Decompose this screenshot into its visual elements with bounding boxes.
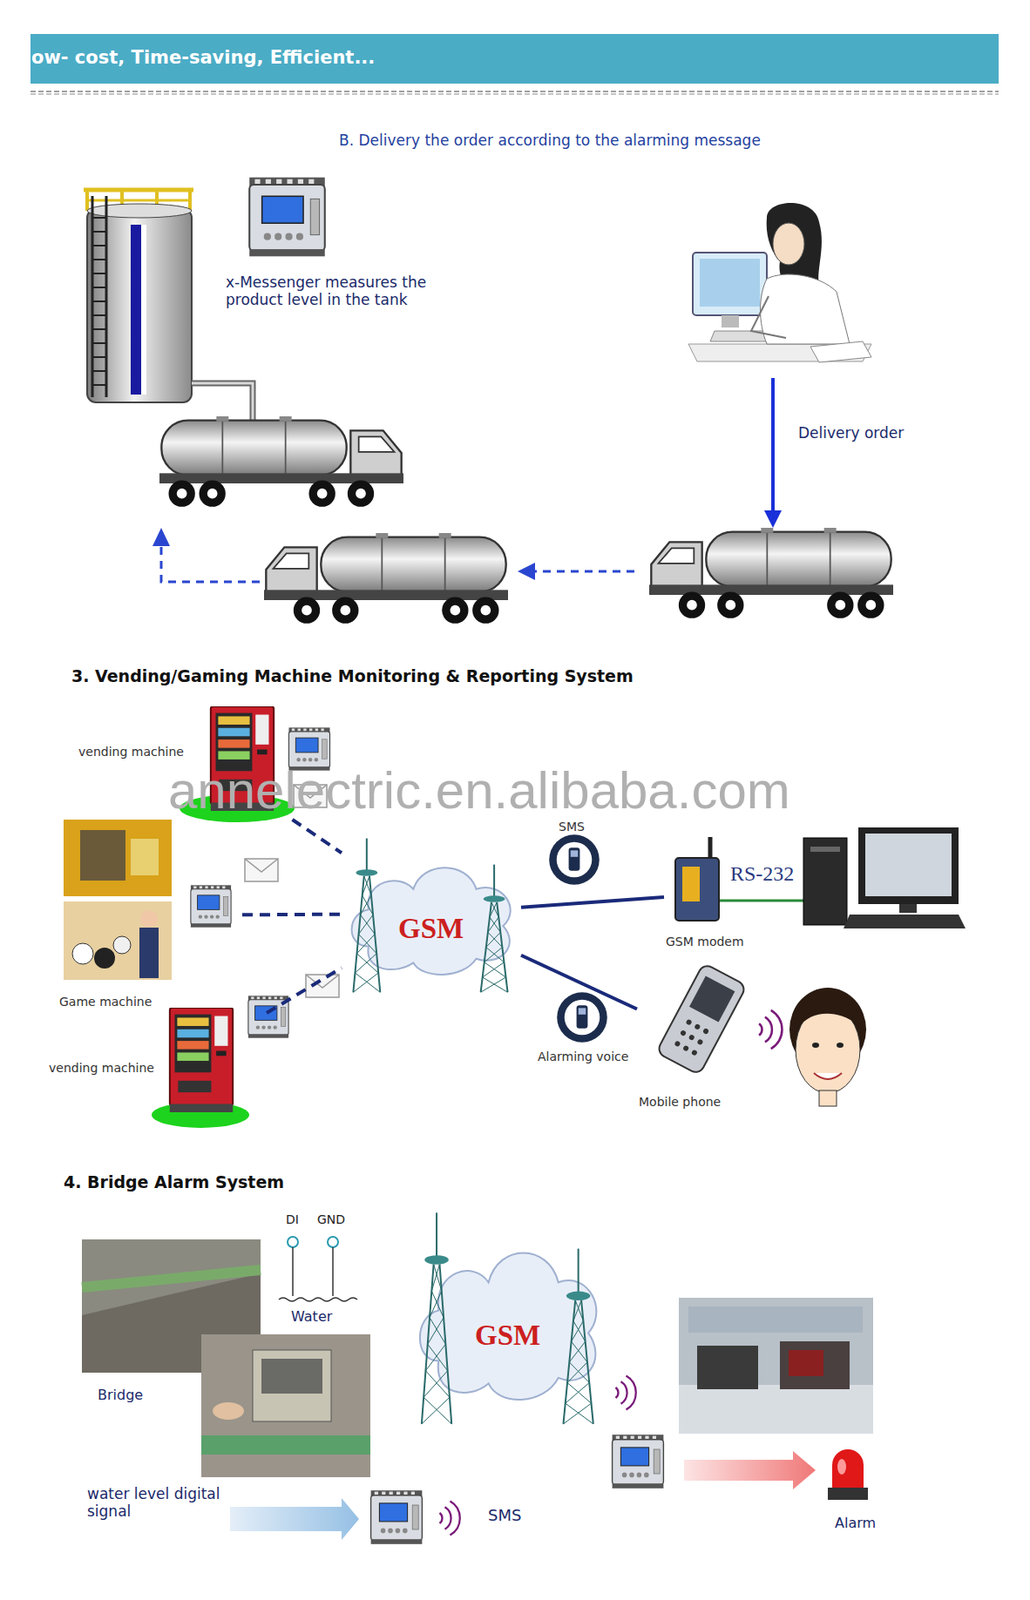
cloud-label: GSM xyxy=(474,1321,541,1351)
connector xyxy=(266,968,342,1014)
watermark: annelectric.en.alibaba.com xyxy=(168,765,791,818)
arrow-label: Delivery order xyxy=(798,425,904,443)
x-messenger-device xyxy=(249,177,326,258)
connector xyxy=(521,897,665,909)
signal-name: RS-232 xyxy=(730,862,794,888)
tanker-trucks xyxy=(159,416,894,624)
pin-name: GND xyxy=(317,1212,346,1227)
gsm-cloud: GSM xyxy=(341,832,522,997)
game-machine-photos xyxy=(63,819,278,981)
alarm-arrow xyxy=(684,1451,816,1491)
banner-title: ow- cost, Time-saving, Efficient... xyxy=(31,47,375,68)
cloud-shape xyxy=(341,832,522,997)
node-caption: Alarm xyxy=(834,1516,876,1532)
gsm-cloud: GSM xyxy=(408,1204,609,1430)
signal-label: SMS xyxy=(487,1507,522,1526)
voice-icon xyxy=(556,992,608,1044)
node-caption: GSM modem xyxy=(665,935,745,949)
x-messenger-device xyxy=(612,1435,665,1490)
x-messenger-device xyxy=(371,1490,423,1545)
vending-machine-picture xyxy=(151,975,339,1129)
office-photo xyxy=(678,1298,874,1435)
vending-machine-node: vending machine xyxy=(76,704,339,820)
sms-waves xyxy=(616,1376,637,1411)
cloud-shape xyxy=(408,1204,609,1430)
cloud-label: GSM xyxy=(398,914,464,944)
flow-arrows xyxy=(152,378,782,583)
sms-waves xyxy=(440,1502,461,1537)
step-caption: B. Delivery the order according to the a… xyxy=(338,132,761,150)
voice-waves xyxy=(758,1010,782,1050)
connector xyxy=(242,913,342,918)
node-caption: Mobile phone xyxy=(638,1095,721,1110)
sensor-pins xyxy=(278,1237,358,1302)
sensor-label: Water xyxy=(291,1309,333,1326)
operator xyxy=(688,203,872,363)
gsm-modem-node: GSM modem xyxy=(664,835,762,953)
section-heading: 3. Vending/Gaming Machine Monitoring & R… xyxy=(71,667,634,687)
section-heading: 4. Bridge Alarm System xyxy=(63,1173,285,1193)
bridge-photos xyxy=(81,1240,371,1478)
computer xyxy=(803,827,966,929)
mobile-phone-node: Mobile phone xyxy=(636,962,759,1113)
node-caption: Bridge xyxy=(97,1388,143,1404)
signal-label: water level digital signal xyxy=(87,1486,227,1521)
serial-cable xyxy=(719,900,807,903)
node-caption: vending machine xyxy=(78,745,184,759)
gsm-modem-picture xyxy=(675,837,719,922)
person-face xyxy=(789,988,867,1107)
connector xyxy=(521,955,637,1010)
vending-machine-node: vending machine xyxy=(47,1013,302,1125)
signal-arrow xyxy=(230,1498,360,1541)
edge-label: SMS xyxy=(558,819,585,834)
bridge-node: Bridge xyxy=(80,1238,264,1410)
device-note: x-Messenger measures the product level i… xyxy=(225,274,488,309)
node-caption: Game machine xyxy=(59,995,152,1010)
edge-label: Alarming voice xyxy=(537,1050,629,1064)
alarm-light xyxy=(827,1450,868,1501)
alarm-node: Alarm xyxy=(677,1296,881,1543)
header-band xyxy=(30,33,999,95)
connector xyxy=(291,819,342,854)
node-caption: vending machine xyxy=(48,1061,155,1076)
sms-icon xyxy=(548,834,600,886)
pin-name: DI xyxy=(285,1212,299,1227)
mobile-phone-picture xyxy=(656,963,747,1077)
game-machine-node: Game machine xyxy=(57,818,243,1014)
